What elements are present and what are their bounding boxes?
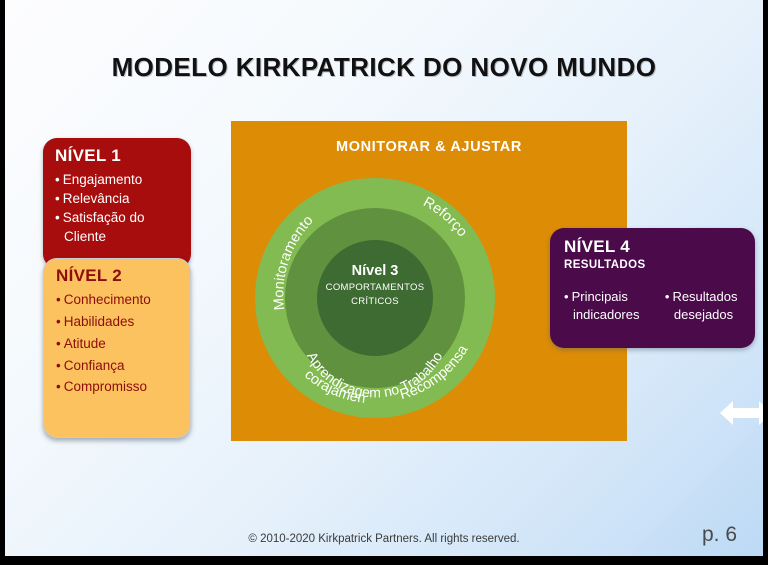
- list-item-label: Conhecimento: [63, 292, 151, 307]
- list-item: •Confiança: [56, 355, 180, 377]
- list-item-label-continued: Cliente: [64, 229, 107, 245]
- bullet-icon: •: [56, 379, 61, 395]
- list-item-label: Confiança: [63, 357, 125, 373]
- list-item-label-continued: indicadores: [573, 306, 640, 322]
- bullet-icon: •: [56, 357, 61, 373]
- page-number: p. 6: [701, 523, 737, 546]
- list-item: •Relevância: [55, 189, 181, 208]
- center-orange-panel: MONITORAR & AJUSTAR Nível 3 COMPORTAMENT…: [231, 121, 763, 441]
- list-item-label-continued: desejados: [673, 306, 734, 322]
- list-item-label: Compromisso: [63, 379, 148, 395]
- core-label-group: Nível 3 COMPORTAMENTOS CRÍTICOS: [317, 263, 433, 308]
- list-item-label: Atitude: [63, 335, 106, 351]
- page-title: MODELO KIRKPATRICK DO NOVO MUNDO: [111, 52, 657, 82]
- level-1-box: NÍVEL 1 •Engajamento •Relevância •Satisf…: [43, 138, 191, 268]
- core-level-title: Nível 3: [351, 263, 399, 279]
- level-1-title: NÍVEL 1: [55, 146, 122, 165]
- level-4-columns: •Principais indicadores •Resultados dese…: [564, 288, 755, 323]
- ring-label-monitoramento: Monitoramento: [271, 213, 316, 311]
- list-item: •Engajamento: [55, 170, 181, 189]
- bullet-icon: •: [56, 335, 61, 351]
- ring-inner: [317, 240, 433, 356]
- ring-labels-svg: Monitoramento Reforço Encorajamento Reco…: [250, 166, 472, 407]
- bullet-icon: •: [564, 289, 569, 304]
- list-item-label: Resultados: [672, 289, 738, 304]
- list-item: •Resultados desejados: [665, 288, 755, 323]
- core-subtitle-line1: COMPORTAMENTOS: [325, 282, 425, 294]
- bullet-icon: •: [55, 191, 60, 207]
- level-2-list: •Conhecimento •Habilidades •Atitude •Con…: [56, 289, 180, 398]
- list-item: •Compromisso: [56, 376, 180, 398]
- list-item-label: Engajamento: [62, 172, 143, 187]
- bullet-icon: •: [664, 289, 670, 304]
- level-2-title: NÍVEL 2: [56, 266, 123, 285]
- list-item-label: Relevância: [62, 191, 130, 207]
- list-item-label: Habilidades: [63, 313, 135, 329]
- copyright-notice: © 2010-2020 Kirkpatrick Partners. All ri…: [248, 533, 520, 545]
- list-item-label: Satisfação do: [62, 210, 145, 226]
- level-4-column-b: •Resultados desejados: [665, 288, 755, 323]
- level-2-box: NÍVEL 2 •Conhecimento •Habilidades •Atit…: [43, 258, 191, 438]
- concentric-rings-diagram: Nível 3 COMPORTAMENTOS CRÍTICOS Monitora…: [250, 166, 495, 418]
- list-item: •Satisfação do Cliente: [55, 208, 181, 246]
- level-4-box: NÍVEL 4 RESULTADOS •Principais indicador…: [550, 228, 755, 348]
- list-item: •Atitude: [56, 333, 180, 355]
- list-item: •Conhecimento: [56, 289, 180, 311]
- ring-label-reforco: Reforço: [420, 194, 470, 240]
- level-4-title: NÍVEL 4: [564, 237, 631, 256]
- list-item: •Habilidades: [56, 311, 180, 333]
- list-item: •Principais indicadores: [564, 288, 659, 323]
- list-item-label: Principais: [571, 289, 628, 304]
- bullet-icon: •: [56, 313, 61, 329]
- double-arrow-horizontal-icon: [720, 401, 763, 425]
- level-4-subtitle: RESULTADOS: [564, 259, 646, 271]
- bullet-icon: •: [55, 210, 60, 226]
- monitor-adjust-banner: MONITORAR & AJUSTAR: [336, 139, 522, 155]
- core-subtitle-line2: CRÍTICOS: [351, 296, 399, 308]
- bullet-icon: •: [55, 172, 60, 187]
- level-1-list: •Engajamento •Relevância •Satisfação do …: [55, 170, 181, 247]
- slide-canvas: MODELO KIRKPATRICK DO NOVO MUNDO NÍVEL 1…: [5, 0, 763, 556]
- bullet-icon: •: [56, 292, 61, 307]
- bottom-black-band: [0, 556, 768, 565]
- level-4-column-a: •Principais indicadores: [564, 288, 659, 323]
